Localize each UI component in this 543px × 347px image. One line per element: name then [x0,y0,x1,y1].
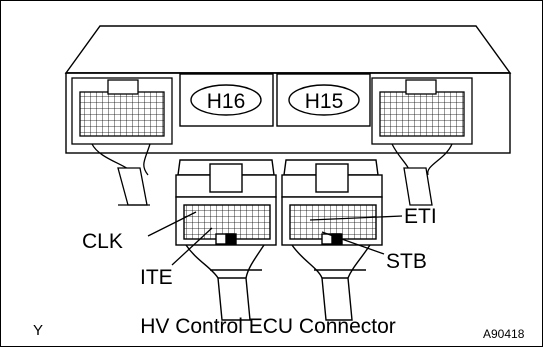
leader-ite [171,227,213,266]
connector-label-h16: H16 [207,90,246,113]
leader-eti [309,215,403,221]
pin-label-eti: ETI [404,205,437,228]
leader-clk [147,211,197,237]
side-connector-right [371,77,473,206]
side-connector-left [71,77,173,206]
pin-label-clk: CLK [82,230,123,253]
leader-lines [147,211,403,266]
figure-code: A90418 [483,327,525,341]
plug-h15 [281,159,383,321]
leader-stb [321,231,385,255]
oval-h15: H15 [288,84,360,116]
oval-h16: H16 [190,84,262,116]
plug-h16 [175,159,277,321]
connector-label-h15: H15 [305,90,344,113]
diagram-caption: HV Control ECU Connector [140,315,396,338]
pin-label-ite: ITE [140,266,173,289]
corner-mark: Y [33,322,43,339]
pin-label-stb: STB [386,250,427,273]
